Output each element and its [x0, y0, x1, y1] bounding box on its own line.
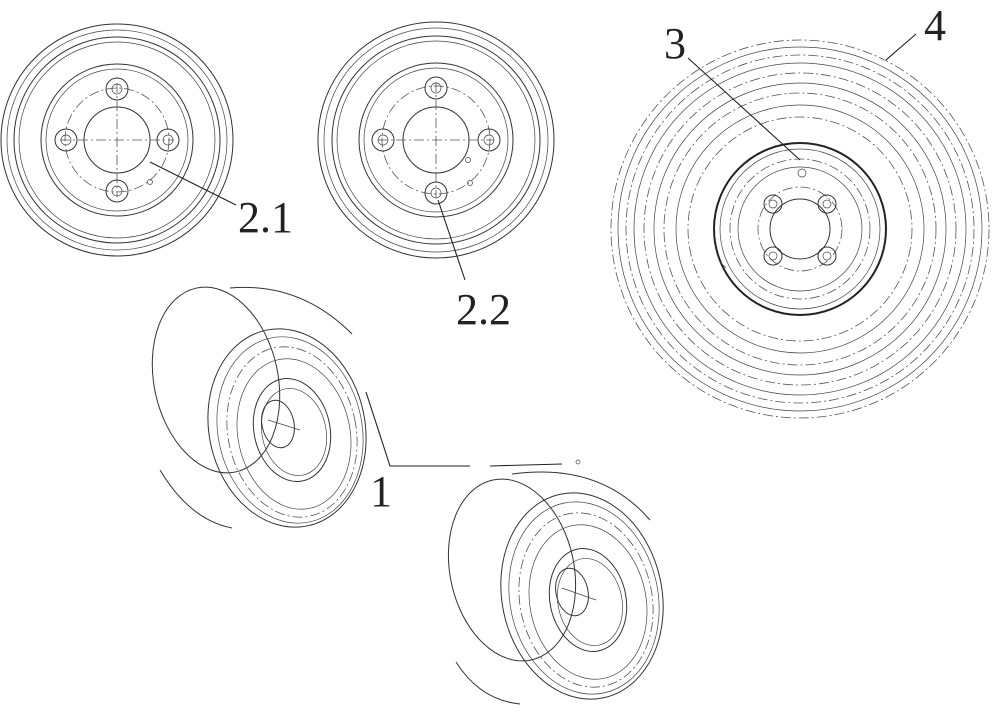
rim-2-2: [317, 21, 555, 259]
bolt-hole: [371, 128, 395, 152]
callout-3: 3: [664, 19, 686, 68]
bolt-hole: [817, 194, 837, 214]
bolt-hole: [424, 181, 448, 205]
bolt-hole: [105, 77, 129, 101]
rim-2-1: [0, 23, 234, 257]
hub-3: [713, 142, 887, 316]
leader-lines: [149, 33, 917, 467]
bolt-hole: [763, 194, 783, 214]
callout-4: 4: [924, 1, 946, 50]
bolt-hole: [424, 76, 448, 100]
bolt-hole: [156, 128, 180, 152]
bolt-hole: [105, 179, 129, 203]
bolt-hole: [54, 128, 78, 152]
wheel-1-left: [151, 286, 367, 529]
bolt-hole: [477, 128, 501, 152]
callout-2-1: 2.1: [238, 193, 293, 242]
wheel-1-right: [447, 459, 664, 705]
bolt-hole: [763, 246, 783, 266]
tire-4: [610, 39, 990, 419]
bolt-hole: [817, 246, 837, 266]
callout-2-2: 2.2: [456, 285, 511, 334]
callout-1: 1: [370, 467, 392, 516]
